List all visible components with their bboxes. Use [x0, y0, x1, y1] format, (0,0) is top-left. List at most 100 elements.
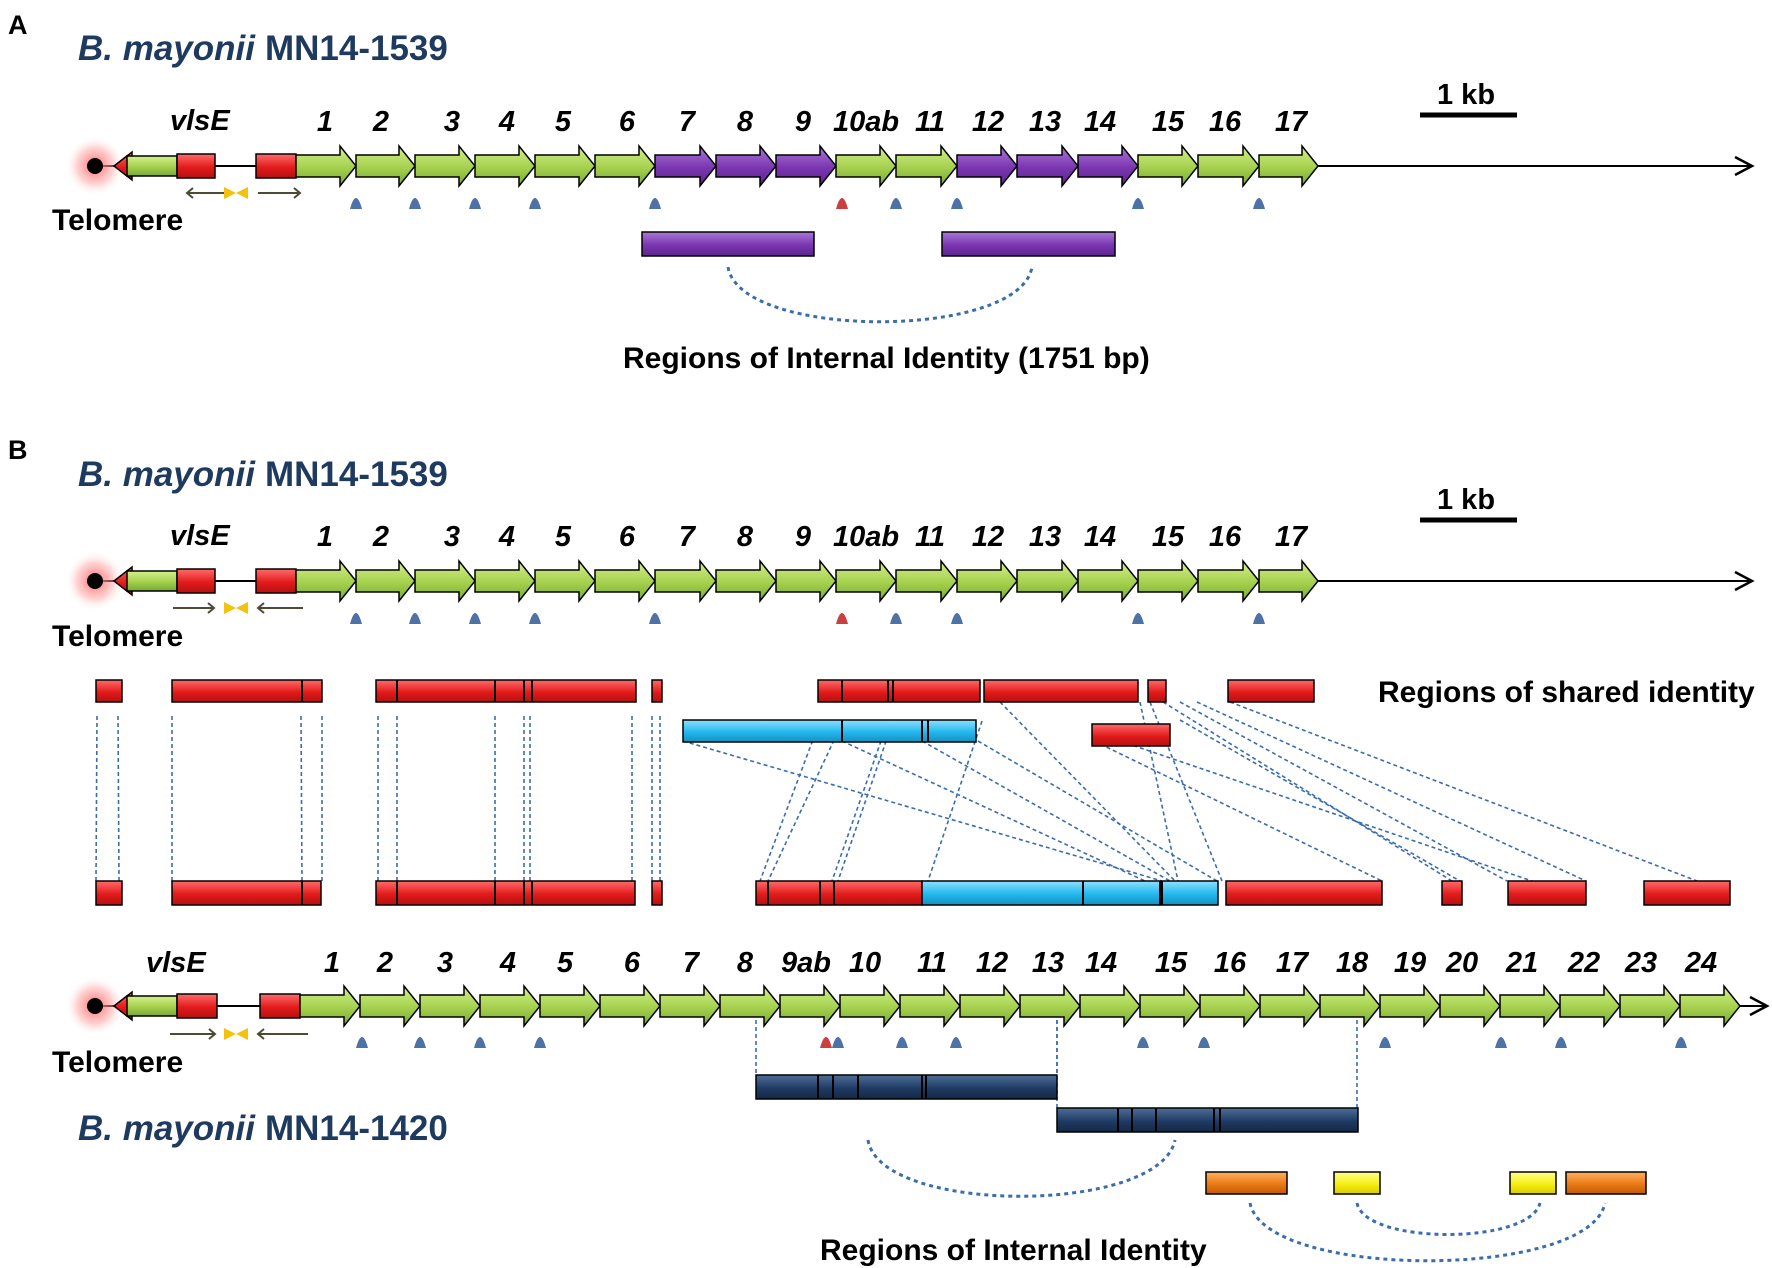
panel-b-bottom-cassette-9: [779, 983, 841, 1029]
panel-b-bottom-cassette-8: [719, 983, 781, 1029]
shared-block-top-bar: [983, 679, 1139, 703]
internal-block-yellow: [1333, 1171, 1381, 1195]
panel-b-bottom-repeat-arrow-right-head: [256, 1028, 265, 1040]
oblique-link: [831, 720, 889, 882]
panel-b-bottom-gene-label: 24: [1684, 947, 1717, 979]
oblique-link: [759, 720, 821, 882]
panel-b-bottom-cassette-22: [1559, 983, 1621, 1029]
panel-a-cassette-7: [654, 143, 717, 189]
panel-a-cassette-3: [414, 143, 476, 189]
panel-b-bottom-cassette-15: [1139, 983, 1201, 1029]
internal-block-orange-bar: [1565, 1171, 1647, 1195]
shared-block-top: [817, 679, 981, 703]
panel-b-bottom-cassette-1: [299, 983, 361, 1029]
panel-b-top-promoter-icon: [469, 613, 481, 624]
shared-block-bottom-bar: [755, 880, 923, 906]
panel-a-caption: Regions of Internal Identity (1751 bp): [623, 342, 1150, 375]
internal-arc-orange: [1248, 1202, 1607, 1263]
panel-b-bottom-cassette-20: [1439, 983, 1501, 1029]
oblique-link: [927, 720, 983, 882]
panel-a-promoters: [350, 198, 1265, 209]
panel-b-top-promoter-icon: [951, 613, 963, 624]
panel-a-bowtie-icon: [224, 187, 248, 199]
panel-b-top-gene-label: 9: [795, 521, 811, 553]
panel-a-gene-label: 12: [972, 106, 1004, 138]
shared-block-top-cyan-bar: [682, 719, 977, 743]
panel-b-top-cassette-15: [1137, 558, 1199, 604]
panel-b-top-vlse-red-box: [176, 568, 216, 594]
panel-a-repeat-arrow-right-head: [293, 187, 302, 199]
panel-b-bottom-gene-label: 20: [1445, 947, 1478, 979]
panel-b-bottom-promoter-icon: [356, 1037, 368, 1048]
panel-a-gene-label: 9: [795, 106, 811, 138]
panel-b-top-promoters: [350, 613, 1265, 624]
panel-b-top-gene-label: 15: [1152, 521, 1185, 553]
panel-b-top-strain-species: B. mayonii: [78, 455, 256, 494]
shared-block-bottom: [755, 880, 923, 906]
panel-b-bottom-promoter-icon: [534, 1037, 546, 1048]
panel-b-bottom-promoter-icon: [896, 1037, 908, 1048]
panel-a-telomere-dot: [87, 158, 103, 174]
panel-b-bottom-cassette-13: [1019, 983, 1081, 1029]
panel-b-bottom-promoter-icon: [1495, 1037, 1507, 1048]
panel-a-cassette-2: [355, 143, 416, 189]
panel-b-bottom-cassette-21: [1499, 983, 1561, 1029]
shared-block-top: [983, 679, 1139, 703]
panel-b-bottom-promoter-icon: [414, 1037, 426, 1048]
shared-block-top: [1227, 679, 1315, 703]
panel-b-bottom-gene-label: 2: [376, 947, 393, 979]
panel-a-gene-label: 6: [619, 106, 636, 138]
oblique-link: [841, 740, 1146, 882]
shared-block-bottom-bar: [95, 880, 123, 906]
shared-block-bottom: [1225, 880, 1383, 906]
panel-b-top-cassette-12: [956, 558, 1018, 604]
panel-a-gene-label: 7: [679, 106, 697, 138]
panel-a-gene-label: 14: [1084, 106, 1116, 138]
panel-b-bottom-strain-species: B. mayonii: [78, 1109, 256, 1148]
panel-b-top-cassette-3: [414, 558, 476, 604]
panel-a-vlse-red-box-right: [255, 153, 297, 179]
panel-b-bottom-gene-label: 15: [1155, 947, 1188, 979]
panel-b-bottom-promoter-icon: [474, 1037, 486, 1048]
panel-a-gene-label: 10ab: [833, 106, 899, 138]
panel-b-top-promoter-red-icon: [836, 613, 848, 624]
panel-b-bottom-chromosome-arrowhead: [1749, 995, 1770, 1017]
panel-b-top-promoter-icon: [1253, 613, 1265, 624]
panel-b-top-gene-label: 10ab: [833, 521, 899, 553]
panel-a-promoter-icon: [1253, 198, 1265, 209]
shared-block-top-bar: [95, 679, 123, 703]
panel-a-promoter-icon: [529, 198, 541, 209]
oblique-link: [921, 740, 1171, 882]
oblique-link: [1229, 701, 1698, 882]
panel-b-bottom-vlse-label: vlsE: [146, 947, 207, 979]
panel-b-top-gene-label: 1: [317, 521, 333, 553]
panel-b-top-promoter-icon: [890, 613, 902, 624]
shared-block-top-cyan: [682, 719, 977, 743]
panel-b-top-gene-label: 4: [498, 521, 515, 553]
panel-b-bottom-promoter-red-icon: [820, 1037, 832, 1048]
panel-b-internal-caption: Regions of Internal Identity: [820, 1234, 1207, 1267]
shared-block-bottom-bar: [1643, 880, 1731, 906]
panel-b-bottom-gene-label: 8: [737, 947, 754, 979]
panel-a-gene-label: 1: [317, 106, 333, 138]
internal-block-yellow-bar: [1509, 1171, 1557, 1195]
panel-a-cassettes: [295, 143, 1319, 189]
shared-block-top: [171, 679, 323, 703]
panel-b-top-gene-label: 11: [915, 521, 945, 553]
panel-b-top-repeat-arrow-right-head: [256, 602, 265, 614]
internal-arc-navy: [866, 1139, 1177, 1198]
panel-b-bottom-gene-label: 10: [849, 947, 881, 979]
oblique-link: [682, 740, 1163, 882]
panel-b-bottom-gene-label: 23: [1624, 947, 1657, 979]
panel-b-top-cassette-9: [775, 558, 837, 604]
shared-block-bottom-cyan: [921, 880, 1219, 906]
panel-b-top-cassette-16: [1197, 558, 1260, 604]
panel-a-promoter-icon: [469, 198, 481, 209]
panel-b-top-gene-label: 8: [737, 521, 754, 553]
panel-b-top-gene-label: 6: [619, 521, 636, 553]
panel-b-bottom-bowtie-icon: [224, 1028, 248, 1040]
panel-b-top-cassette-5: [534, 558, 596, 604]
oblique-link: [767, 720, 844, 882]
oblique-link: [1179, 719, 1461, 882]
